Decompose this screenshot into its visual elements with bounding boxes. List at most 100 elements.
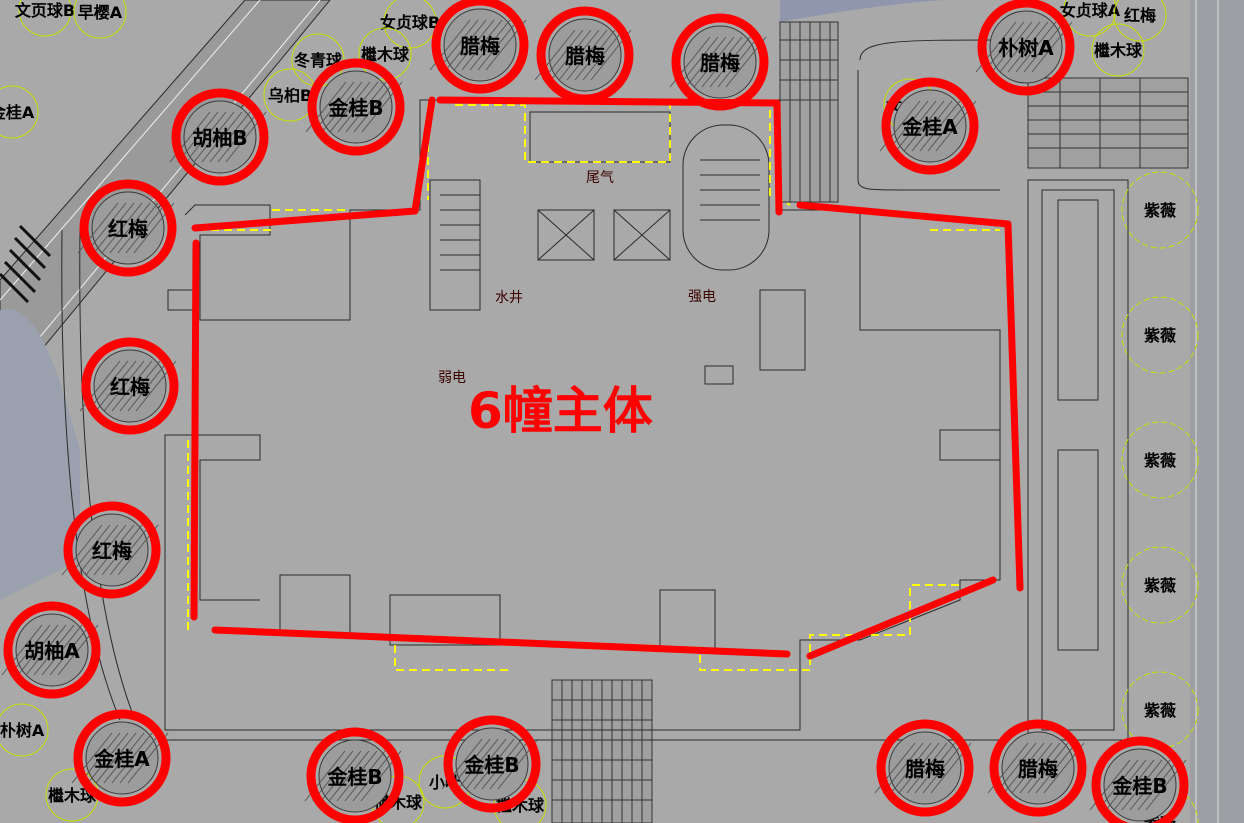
tree-hatch: [1023, 21, 1065, 73]
tree-hatch: [1015, 21, 1057, 73]
circled-tree: 红梅: [77, 179, 177, 277]
tree-hatch: [887, 100, 929, 152]
tree-hatch: [1137, 759, 1179, 811]
tree-label: 金桂A: [0, 103, 35, 122]
curb-lines: [61, 39, 1020, 741]
tree-hatch: [890, 742, 932, 794]
tree-hatch: [574, 29, 616, 81]
tree-label: 金桂B: [327, 96, 383, 120]
tree-hatch: [117, 202, 159, 254]
tree-outline: [0, 85, 39, 139]
tree-hatch: [1129, 759, 1171, 811]
tree-label: 金桂A: [901, 115, 958, 139]
tree-hatch: [328, 750, 370, 802]
small-device: [704, 365, 734, 385]
building-title: 6幢主体: [468, 382, 653, 440]
circled-tree: 胡柚A: [1, 601, 101, 699]
tree-label: 乌桕B: [268, 86, 312, 105]
circled-tree: 腊梅: [669, 13, 769, 111]
tree-label: 朴树A: [998, 36, 1054, 60]
tree-label: 金桂B: [463, 753, 519, 777]
tree-outline: [1121, 171, 1199, 249]
stair-right: [682, 124, 770, 271]
tree-label: 腊梅: [1017, 757, 1058, 781]
tree-hatch: [489, 738, 531, 790]
stair-treads: [440, 194, 480, 271]
red-circle-marker: [1091, 736, 1189, 823]
tree-hatch: [103, 360, 145, 412]
tree-label: 檵木球: [361, 45, 410, 64]
tree-hatch: [193, 111, 235, 163]
stair-treads: [700, 159, 760, 221]
red-circle-marker: [443, 715, 541, 813]
tree-hatch: [93, 524, 135, 576]
tree-hatch: [1113, 759, 1155, 811]
tree-label: 红梅: [1124, 6, 1156, 25]
tree-hatch: [709, 36, 751, 88]
paving-top: [779, 21, 839, 203]
tree-hatch: [125, 202, 167, 254]
room-label-tail-gas: 尾气: [586, 170, 614, 186]
red-circle-marker: [671, 13, 769, 111]
tree-canopy: [893, 89, 967, 163]
tree-canopy: [443, 8, 517, 82]
tree-label: 紫薇: [1144, 451, 1176, 470]
red-circle-marker: [881, 77, 979, 175]
room-bottom: [389, 594, 501, 646]
tree-hatch: [914, 742, 956, 794]
tree-symbol: 紫薇: [1121, 784, 1199, 823]
red-circle-marker: [63, 501, 161, 599]
tree-canopy: [888, 731, 962, 805]
tree-canopy: [15, 613, 89, 687]
tree-hatch: [93, 202, 135, 254]
tree-hatch: [201, 111, 243, 163]
tree-hatch: [1027, 742, 1069, 794]
tree-hatch: [69, 524, 111, 576]
tree-canopy: [85, 721, 159, 795]
tree-hatch: [1121, 759, 1163, 811]
tree-label: 紫薇: [1144, 814, 1176, 823]
tree-hatch: [919, 100, 961, 152]
red-circle-marker: [536, 6, 634, 104]
tree-hatch: [344, 750, 386, 802]
lawn-left: [0, 309, 80, 600]
tree-hatch: [1097, 759, 1139, 811]
room-bottom: [279, 574, 351, 636]
tree-symbol: 文页球B: [15, 0, 75, 37]
tree-hatch: [473, 738, 515, 790]
room-label-water-well: 水井: [495, 290, 523, 306]
tree-hatch: [701, 36, 743, 88]
tree-canopy: [318, 739, 392, 813]
core-lift: [537, 209, 595, 261]
tree-label: 腊梅: [459, 34, 500, 58]
tree-label: 冬青球: [294, 51, 343, 70]
tree-symbol: 紫薇: [1121, 421, 1199, 499]
tree-hatch: [41, 624, 83, 676]
tree-label: 檵木球: [48, 786, 97, 805]
tree-canopy: [1103, 748, 1177, 822]
tree-label: 文页球B: [15, 1, 75, 20]
circled-tree: 朴树A: [975, 0, 1075, 96]
tree-symbol: 紫薇: [1121, 296, 1199, 374]
tree-hatch: [77, 524, 119, 576]
tree-hatch: [177, 111, 219, 163]
tree-outline: [1121, 421, 1199, 499]
tree-hatch: [445, 19, 487, 71]
tree-hatch: [469, 19, 511, 71]
tree-symbol: 紫薇: [1121, 171, 1199, 249]
room-labels: 尾气 水井 强电 弱电: [438, 170, 716, 386]
tree-hatch: [87, 732, 129, 784]
shaft-top: [529, 111, 671, 163]
tree-hatch: [33, 624, 75, 676]
tree-hatch: [558, 29, 600, 81]
red-circle-marker: [73, 709, 171, 807]
tree-hatch: [109, 524, 151, 576]
tree-hatch: [49, 624, 91, 676]
tree-hatch: [209, 111, 251, 163]
tree-label: 檵木球: [1094, 41, 1143, 60]
tree-label: 紫薇: [1144, 576, 1176, 595]
tree-hatch: [345, 81, 387, 133]
tree-hatch: [111, 732, 153, 784]
tree-hatch: [882, 742, 924, 794]
